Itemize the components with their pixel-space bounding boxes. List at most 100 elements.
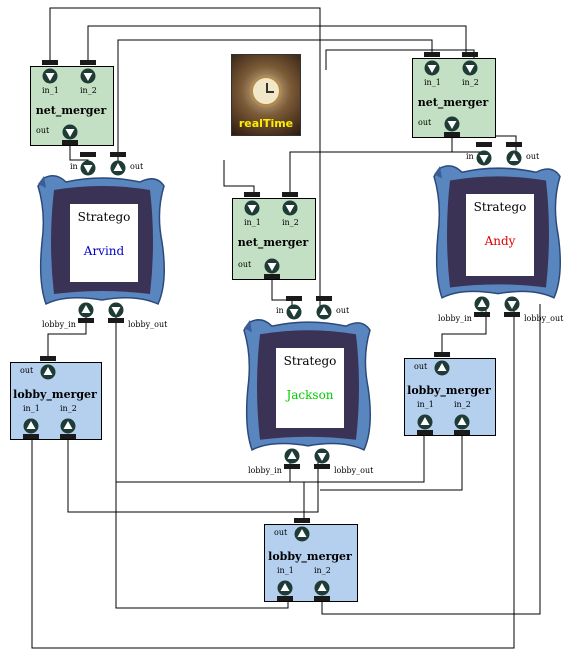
port-lobby-in[interactable] (76, 300, 96, 323)
port-in-2[interactable] (78, 60, 98, 86)
port-in[interactable] (284, 296, 304, 322)
wire[interactable] (87, 25, 467, 64)
port-connector (314, 596, 330, 601)
port-in-1[interactable] (415, 412, 435, 435)
port-lobby-out[interactable] (106, 300, 126, 323)
arrow-up-icon (506, 150, 522, 166)
wire[interactable] (320, 436, 463, 491)
port-label-out: out (336, 306, 350, 315)
wire[interactable] (31, 306, 515, 649)
arrow-up-icon (314, 580, 330, 596)
wire[interactable] (441, 306, 487, 356)
port-connector (110, 152, 126, 157)
arrow-down-icon (264, 258, 280, 274)
port-connector (316, 296, 332, 301)
arrow-up-icon (316, 304, 332, 320)
port-in[interactable] (474, 142, 494, 168)
port-connector (62, 140, 78, 145)
wire[interactable] (116, 436, 425, 483)
wire[interactable] (289, 151, 470, 196)
port-connector (294, 518, 310, 523)
port-label-lobby-in: lobby_in (438, 314, 472, 323)
merger-title: net_merger (237, 236, 309, 249)
port-out[interactable] (108, 152, 128, 178)
realtime-actor[interactable]: realTime (231, 54, 301, 136)
port-in-2[interactable] (452, 412, 472, 435)
port-label-in-1: in_1 (417, 400, 434, 409)
port-in-2[interactable] (312, 578, 332, 601)
port-label-in-2: in_2 (462, 78, 479, 87)
port-connector (108, 318, 124, 323)
port-out[interactable] (292, 518, 312, 544)
port-out[interactable] (504, 142, 524, 168)
player-name: Andy (484, 234, 516, 248)
wire[interactable] (117, 39, 433, 166)
port-label-in-2: in_2 (80, 86, 97, 95)
port-in-1[interactable] (21, 416, 41, 439)
port-in-2[interactable] (280, 192, 300, 218)
arrow-down-icon (62, 124, 78, 140)
port-out[interactable] (38, 356, 58, 382)
port-lobby-in[interactable] (472, 294, 492, 317)
wire[interactable] (321, 304, 541, 615)
port-in[interactable] (78, 152, 98, 178)
arrow-up-icon (277, 580, 293, 596)
port-connector (504, 312, 520, 317)
port-in-1[interactable] (40, 60, 60, 86)
merger-title: net_merger (417, 96, 489, 109)
port-label-lobby-in: lobby_in (248, 466, 282, 475)
wire[interactable] (223, 160, 255, 196)
port-label-in: in (70, 162, 78, 171)
arrow-down-icon (462, 60, 478, 76)
wire[interactable] (47, 312, 87, 360)
port-out[interactable] (432, 352, 452, 378)
arrow-up-icon (60, 418, 76, 434)
arrow-down-icon (108, 302, 124, 318)
merger-title: lobby_merger (13, 388, 97, 401)
port-connector (244, 192, 260, 197)
port-connector (80, 152, 96, 157)
port-out[interactable] (262, 256, 282, 279)
port-in-1[interactable] (242, 192, 262, 218)
game-title: Stratego (77, 210, 131, 224)
wire[interactable] (67, 440, 319, 513)
port-in-1[interactable] (422, 52, 442, 78)
port-connector (454, 430, 470, 435)
port-connector (476, 142, 492, 147)
port-label-out: out (20, 366, 34, 375)
port-label-in-1: in_1 (277, 566, 294, 575)
port-connector (78, 318, 94, 323)
port-out[interactable] (314, 296, 334, 322)
port-in-2[interactable] (58, 416, 78, 439)
port-in-2[interactable] (460, 52, 480, 78)
merger-title: lobby_merger (268, 550, 352, 563)
lobby-merger[interactable] (264, 524, 358, 602)
port-connector (264, 274, 280, 279)
arrow-up-icon (417, 414, 433, 430)
arrow-down-icon (424, 60, 440, 76)
port-label-in-1: in_1 (244, 218, 261, 227)
port-label-in-2: in_2 (454, 400, 471, 409)
port-out[interactable] (442, 114, 462, 137)
port-label-out: out (414, 362, 428, 371)
port-connector (282, 192, 298, 197)
port-in-1[interactable] (275, 578, 295, 601)
port-label-in-2: in_2 (282, 218, 299, 227)
wire[interactable] (49, 7, 321, 307)
wire[interactable] (115, 312, 289, 609)
arrow-down-icon (80, 68, 96, 84)
port-connector (23, 434, 39, 439)
port-lobby-in[interactable] (282, 446, 302, 469)
port-label-out: out (36, 126, 50, 135)
arrow-down-icon (476, 150, 492, 166)
port-lobby-out[interactable] (502, 294, 522, 317)
port-lobby-out[interactable] (312, 446, 332, 469)
port-out[interactable] (60, 122, 80, 145)
arrow-down-icon (314, 448, 330, 464)
